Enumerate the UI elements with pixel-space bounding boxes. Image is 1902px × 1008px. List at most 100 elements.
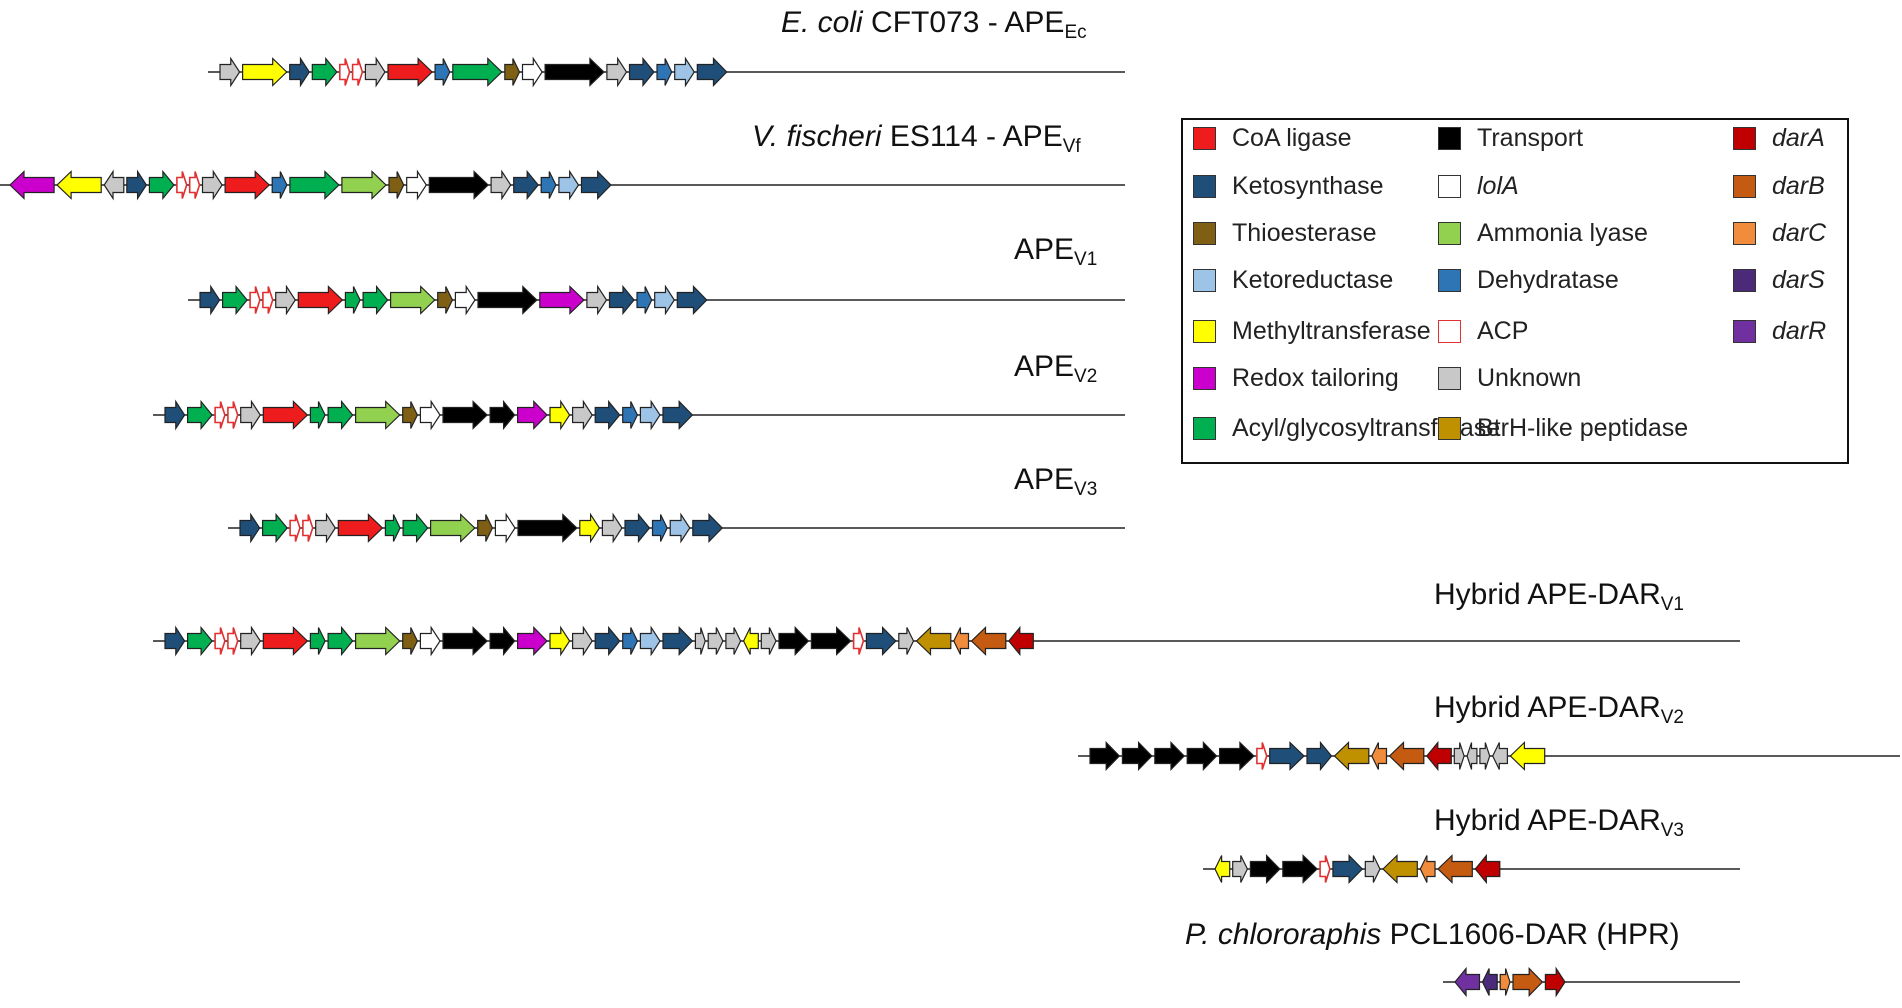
gene-arrow-dehydratase [656,58,673,86]
gene-arrow-ketosynthase [594,399,621,431]
subscript: V2 [1074,366,1098,387]
gene-arrow-ammonia [341,170,387,200]
legend-swatch [1438,221,1461,245]
strain-text: Hybrid APE-DAR [1434,578,1661,611]
gene-arrow-methyltransferase [549,625,571,657]
gene-arrow-unknown [490,169,512,201]
gene-arrow-unknown [1364,855,1381,883]
gene-arrow-unknown [707,627,724,655]
gene-arrow-darA [1426,740,1452,772]
legend-label: Methyltransferase [1232,316,1431,345]
cluster-title-hyb1: Hybrid APE-DARV1 [1434,578,1684,615]
gene-arrow-darA [1008,625,1034,657]
gene-arrow-redox [517,626,548,656]
gene-arrow-transport [1282,854,1318,884]
gene-arrow-darB [1512,967,1544,997]
legend-item-ketoreductase: Ketoreductase [1193,266,1393,294]
gene-arrow-acp [351,58,364,86]
gene-arrow-lola [521,56,543,88]
gene-arrow-unknown [725,627,742,655]
legend-item-coa_ligase: CoA ligase [1193,124,1352,152]
gene-arrow-acp [214,627,226,655]
gene-arrow-thioesterase [388,171,405,199]
gene-arrow-transport [1154,741,1186,771]
gene-arrow-acp [262,286,274,314]
gene-arrow-ketosynthase [164,399,186,431]
gene-arrow-ketosynthase [1269,741,1305,771]
gene-arrow-coa_ligase [337,513,384,543]
gene-arrow-unknown [315,512,337,544]
cluster-title-hyb3: Hybrid APE-DARV3 [1434,806,1684,841]
gene-arrow-acp [227,401,239,429]
gene-arrow-ketoreductase [558,169,580,201]
gene-arrow-acp [339,58,351,86]
gene-arrow-unknown [103,169,125,201]
gene-arrow-acp [852,627,865,655]
gene-arrow-darB [1437,854,1473,884]
gene-arrow-ammonia [355,626,401,656]
cluster-title-apev1: APEV1 [1014,235,1097,270]
legend-item-thioesterase: Thioesterase [1193,219,1377,247]
gene-arrow-acyl [309,401,326,429]
gene-arrow-acyl [289,170,340,200]
strain-text: APE [1014,463,1075,496]
gene-arrow-ammonia [390,285,436,315]
cluster-title-vfischeri: V. fischeri ES114 - APEVf [752,122,1081,157]
gene-cluster-hyb2 [1078,740,1900,772]
gene-arrow-acyl [362,284,389,316]
gene-arrow-acyl [402,512,429,544]
legend-swatch [1193,126,1216,150]
gene-arrow-unknown [1479,742,1491,770]
gene-arrow-acp [214,401,226,429]
gene-arrow-transport [810,626,852,656]
gene-cluster-hyb1 [153,625,1740,657]
gene-arrow-ketosynthase [513,169,539,201]
gene-arrow-ketosynthase [692,513,724,543]
gene-arrow-transport [1121,741,1153,771]
legend-swatch [1438,268,1461,292]
gene-arrow-lola [406,169,428,201]
gene-arrow-unknown [240,399,262,431]
legend-swatch [1193,416,1216,440]
gene-arrow-darA [1474,853,1501,885]
legend-swatch [1438,416,1461,440]
gene-arrow-methyltransferase [1214,855,1231,883]
gene-arrow-transport [428,170,489,200]
gene-arrow-ketosynthase [1332,854,1364,884]
gene-arrow-unknown [1466,742,1478,770]
gene-arrow-coa_ligase [262,400,309,430]
legend-item-darS: darS [1733,266,1825,294]
gene-arrow-acyl [187,625,213,657]
gene-arrow-acp [1256,742,1268,770]
gene-arrow-ketoreductase [639,625,661,657]
gene-arrow-coa_ligase [387,57,433,87]
gene-arrow-unknown [364,56,386,88]
gene-arrow-acp [1319,855,1331,883]
gene-arrow-redox [9,170,55,200]
gene-arrow-ketosynthase [1306,740,1333,772]
legend-label: Ketoreductase [1232,265,1394,294]
gene-arrow-ketosynthase [164,625,186,657]
legend-item-unknown: Unknown [1438,364,1581,392]
gene-arrow-darC [1419,855,1436,883]
legend-swatch [1193,174,1216,198]
legend-swatch [1193,366,1216,390]
gene-arrow-ketosynthase [608,284,635,316]
legend-item-darR: darR [1733,317,1826,345]
legend-label: Ammonia lyase [1477,218,1648,247]
gene-arrow-acyl [311,56,338,88]
gene-arrow-transport [489,399,516,431]
gene-arrow-acyl [344,286,361,314]
gene-arrow-ammonia [430,513,476,543]
gene-arrow-thioesterase [477,514,494,542]
gene-arrow-methyltransferase [742,627,759,655]
gene-arrow-acp [289,514,301,542]
strain-text: PCL1606-DAR (HPR) [1381,918,1680,951]
gene-arrow-ketosynthase [289,56,311,88]
gene-arrow-unknown [694,627,706,655]
gene-arrow-transport [442,626,488,656]
gene-arrow-dehydratase [434,58,451,86]
legend-swatch [1733,268,1756,292]
